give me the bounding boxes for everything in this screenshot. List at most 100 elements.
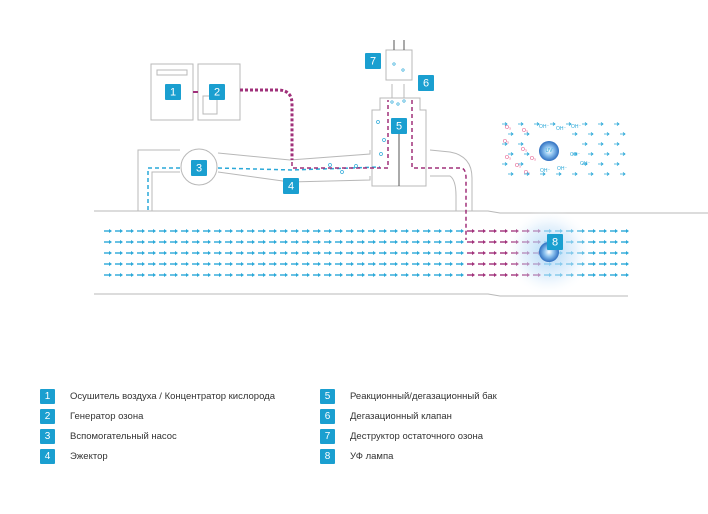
flow-arrow xyxy=(258,262,266,266)
main-pipe-outline xyxy=(94,210,708,297)
flow-arrow xyxy=(456,273,464,277)
flow-arrow xyxy=(280,229,288,233)
flow-arrow xyxy=(192,229,200,233)
molecule-arrow xyxy=(518,142,524,146)
flow-arrow xyxy=(181,273,189,277)
molecule-arrow xyxy=(614,122,620,126)
flow-arrow xyxy=(137,229,145,233)
flow-arrow xyxy=(302,240,310,244)
flow-arrow xyxy=(390,262,398,266)
uv-center-label: UV xyxy=(546,148,554,154)
flow-arrow xyxy=(137,262,145,266)
flow-arrow xyxy=(335,240,343,244)
flow-arrow xyxy=(104,240,112,244)
flow-arrow xyxy=(269,273,277,277)
flow-arrow xyxy=(302,251,310,255)
flow-arrow xyxy=(148,240,156,244)
molecule-label: O₃ xyxy=(515,163,521,169)
flow-arrow xyxy=(104,262,112,266)
molecule-arrow xyxy=(556,172,562,176)
flow-arrow xyxy=(214,273,222,277)
flow-arrow xyxy=(192,240,200,244)
flow-arrow xyxy=(324,273,332,277)
flow-arrow xyxy=(588,229,596,233)
svg-text:4: 4 xyxy=(288,181,294,193)
bypass-pipe-outline xyxy=(137,149,473,211)
flow-arrow xyxy=(225,262,233,266)
flow-arrow xyxy=(280,251,288,255)
flow-arrow xyxy=(313,262,321,266)
svg-text:2: 2 xyxy=(214,87,220,99)
flow-arrow xyxy=(170,229,178,233)
molecule-arrow xyxy=(508,172,514,176)
flow-arrow xyxy=(159,262,167,266)
flow-arrow xyxy=(181,262,189,266)
badge-3: 3 xyxy=(191,160,207,176)
flow-arrow xyxy=(159,273,167,277)
flow-arrow xyxy=(478,240,486,244)
flow-arrow xyxy=(247,273,255,277)
flow-arrow xyxy=(214,251,222,255)
flow-arrow xyxy=(423,229,431,233)
flow-arrow xyxy=(434,251,442,255)
flow-arrow xyxy=(324,262,332,266)
flow-arrow xyxy=(599,273,607,277)
flow-arrow xyxy=(478,273,486,277)
flow-arrow xyxy=(225,273,233,277)
flow-arrow xyxy=(104,229,112,233)
flow-arrow xyxy=(291,229,299,233)
flow-arrow xyxy=(192,262,200,266)
flow-arrow xyxy=(346,262,354,266)
molecule-arrow xyxy=(502,122,508,126)
flow-arrow xyxy=(467,262,475,266)
flow-arrow xyxy=(379,262,387,266)
flow-arrow xyxy=(379,240,387,244)
flow-arrow xyxy=(280,262,288,266)
flow-arrow xyxy=(621,229,629,233)
flow-arrow xyxy=(313,273,321,277)
molecule-label: O₃ xyxy=(524,170,530,176)
flow-arrow xyxy=(291,240,299,244)
flow-arrow xyxy=(467,251,475,255)
flow-arrow xyxy=(126,229,134,233)
flow-arrow xyxy=(115,262,123,266)
svg-text:7: 7 xyxy=(370,56,376,68)
flow-arrow xyxy=(423,262,431,266)
flow-arrow xyxy=(456,262,464,266)
flow-arrow xyxy=(621,251,629,255)
flow-arrow xyxy=(467,240,475,244)
molecule-arrow xyxy=(502,142,508,146)
molecule-label: O₃ xyxy=(530,156,536,162)
svg-text:3: 3 xyxy=(196,163,202,175)
flow-arrow xyxy=(445,240,453,244)
flow-arrow xyxy=(390,240,398,244)
flow-arrow xyxy=(412,273,420,277)
flow-arrow xyxy=(467,273,475,277)
flow-arrow xyxy=(115,229,123,233)
molecule-arrow xyxy=(524,172,530,176)
flow-arrow xyxy=(203,229,211,233)
molecule-arrow xyxy=(620,152,626,156)
badge-6: 6 xyxy=(418,75,434,91)
molecule-arrow xyxy=(524,132,530,136)
flow-arrow xyxy=(236,273,244,277)
flow-arrow xyxy=(137,273,145,277)
flow-arrow xyxy=(203,240,211,244)
flow-arrow xyxy=(236,240,244,244)
molecule-arrow xyxy=(598,142,604,146)
flow-arrow xyxy=(379,273,387,277)
flow-arrow xyxy=(335,251,343,255)
flow-arrow xyxy=(137,251,145,255)
molecule-label: OH⁻ xyxy=(571,124,582,130)
flow-arrow xyxy=(247,240,255,244)
molecule-label: O₃ xyxy=(505,155,511,161)
flow-arrow xyxy=(104,251,112,255)
molecule-arrow xyxy=(588,132,594,136)
bypass-flow-arrows xyxy=(147,100,467,240)
flow-arrow xyxy=(456,251,464,255)
badge-5: 5 xyxy=(391,118,407,134)
flow-arrow xyxy=(434,229,442,233)
flow-arrow xyxy=(269,251,277,255)
flow-arrow xyxy=(159,240,167,244)
